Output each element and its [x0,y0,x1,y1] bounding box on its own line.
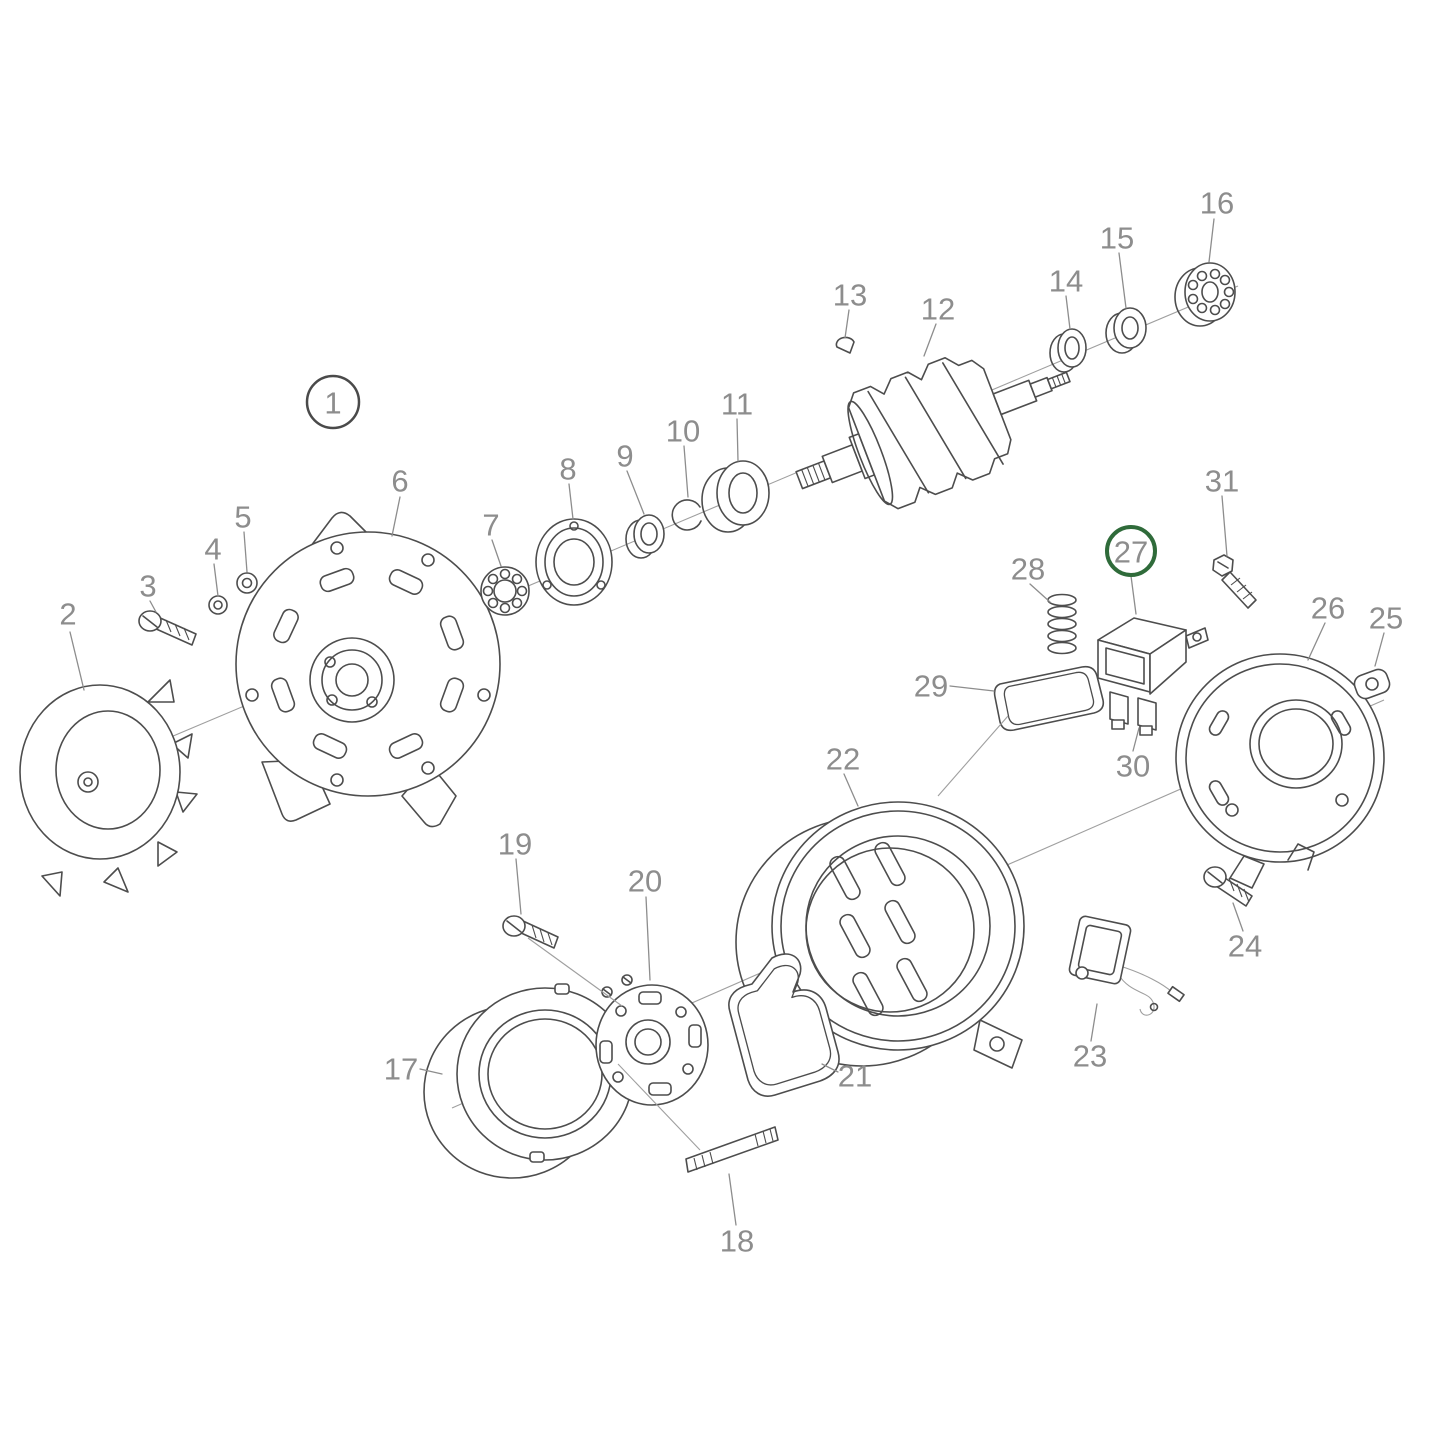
part-27-highlight-circle[interactable] [1105,525,1157,577]
part-5-washer [236,572,258,594]
part-25-tab-bracket [1353,668,1391,700]
leader-lines [69,218,1385,1226]
part-label-11[interactable]: 11 [721,387,753,422]
part-label-29[interactable]: 29 [914,669,948,704]
part-label-13[interactable]: 13 [833,278,867,313]
part-4-washer [208,595,228,615]
part-label-27[interactable]: 27 [1114,535,1148,570]
part-label-3[interactable]: 3 [139,569,156,604]
part-label-18[interactable]: 18 [720,1224,754,1259]
part-19-screw [502,915,559,949]
part-22-stator [735,801,1025,1069]
part-label-17[interactable]: 17 [384,1052,418,1087]
part-label-1[interactable]: 1 [324,386,341,421]
part-14-washer [1049,328,1087,373]
part-label-28[interactable]: 28 [1011,552,1045,587]
part-label-19[interactable]: 19 [498,827,532,862]
part-31-bolt [1212,554,1257,609]
part-label-30[interactable]: 30 [1116,749,1150,784]
part-3-screw [138,610,197,646]
part-label-26[interactable]: 26 [1311,591,1345,626]
part-label-24[interactable]: 24 [1228,929,1262,964]
part-11-collar-ring [701,460,770,533]
part-label-10[interactable]: 10 [666,414,700,449]
part-label-15[interactable]: 15 [1100,221,1134,256]
part-labels: 1 2 3 4 5 6 7 8 9 10 11 12 13 14 15 16 1… [59,186,1403,1259]
part-18-stud [685,1126,779,1173]
part-16-bearing [1174,262,1236,327]
part-label-12[interactable]: 12 [921,292,955,327]
part-9-spacer-ring [625,514,665,559]
part-label-5[interactable]: 5 [234,500,251,535]
part-label-22[interactable]: 22 [826,742,860,777]
part-label-16[interactable]: 16 [1200,186,1234,221]
part-23-capacitor [1068,915,1185,1016]
part-label-20[interactable]: 20 [628,864,662,899]
part-1-marker-circle[interactable] [305,374,361,430]
part-15-ring [1105,307,1147,354]
part-10-snap-ring [671,499,702,531]
part-12-rotor [795,356,1071,510]
part-27-regulator [1097,617,1209,736]
part-label-25[interactable]: 25 [1369,601,1403,636]
part-label-14[interactable]: 14 [1049,264,1083,299]
part-13-key [835,336,855,354]
part-24-screw [1203,866,1253,907]
part-20-brush-plate [595,974,709,1106]
part-label-23[interactable]: 23 [1073,1039,1107,1074]
part-label-31[interactable]: 31 [1205,464,1239,499]
part-2-fan [19,679,198,897]
part-8-retainer-plate [535,518,613,606]
part-label-9[interactable]: 9 [616,439,633,474]
part-label-8[interactable]: 8 [559,452,576,487]
part-7-bearing [480,566,530,616]
part-label-4[interactable]: 4 [204,532,221,567]
part-label-2[interactable]: 2 [59,597,76,632]
part-label-7[interactable]: 7 [482,508,499,543]
part-6-front-housing [235,511,501,828]
part-17-cover-ring [423,983,634,1179]
part-29-cover-plate [993,665,1105,732]
placement-lines [527,715,1009,1151]
part-26-rear-housing [1175,653,1385,889]
part-label-21[interactable]: 21 [838,1059,872,1094]
part-label-6[interactable]: 6 [391,464,408,499]
part-28-spring [1047,593,1077,655]
